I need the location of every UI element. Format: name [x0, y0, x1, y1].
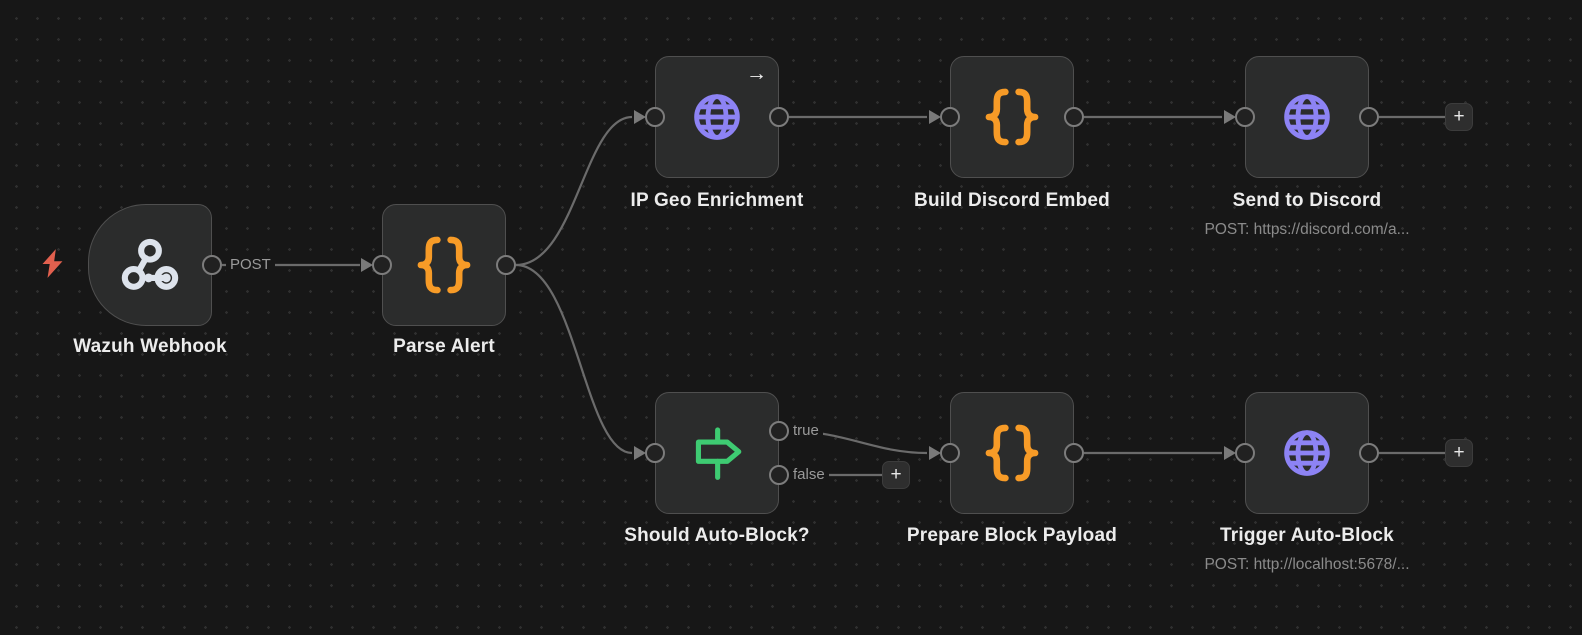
node-wazuh-webhook[interactable] [88, 204, 212, 326]
add-node-button[interactable]: + [1445, 103, 1473, 131]
node-send-to-discord[interactable] [1245, 56, 1369, 178]
port-trigger-input[interactable] [1235, 443, 1255, 463]
node-ip-geo-enrichment[interactable]: → [655, 56, 779, 178]
node-label: Should Auto-Block? [624, 525, 810, 546]
port-trigger-output[interactable] [1359, 443, 1379, 463]
node-should-auto-block[interactable] [655, 392, 779, 514]
execute-bolt-icon [42, 249, 63, 278]
port-parse-output[interactable] [496, 255, 516, 275]
node-label: Send to Discord [1232, 190, 1382, 211]
node-sublabel: POST: https://discord.com/a... [1204, 221, 1410, 238]
port-build-output[interactable] [1064, 107, 1084, 127]
arrowhead [1224, 110, 1236, 124]
node-trigger-auto-block[interactable] [1245, 392, 1369, 514]
arrowhead [634, 110, 646, 124]
arrowhead [634, 446, 646, 460]
pinned-arrow-icon: → [746, 62, 767, 85]
port-parse-input[interactable] [372, 255, 392, 275]
code-icon [417, 236, 471, 294]
code-icon [985, 424, 1039, 482]
globe-icon [1284, 94, 1330, 140]
signpost-icon [695, 427, 742, 480]
add-node-button[interactable]: + [1445, 439, 1473, 467]
port-prepare-input[interactable] [940, 443, 960, 463]
port-ipgeo-output[interactable] [769, 107, 789, 127]
port-should-input[interactable] [645, 443, 665, 463]
node-label: Parse Alert [393, 336, 495, 357]
port-send-output[interactable] [1359, 107, 1379, 127]
port-build-input[interactable] [940, 107, 960, 127]
globe-icon [694, 94, 740, 140]
port-ipgeo-input[interactable] [645, 107, 665, 127]
node-prepare-block-payload[interactable] [950, 392, 1074, 514]
add-node-button-false-branch[interactable]: + [882, 461, 910, 489]
node-label: IP Geo Enrichment [630, 190, 804, 211]
port-should-true-output[interactable] [769, 421, 789, 441]
connection-parse-should[interactable] [515, 263, 633, 455]
node-sublabel: POST: http://localhost:5678/... [1204, 556, 1410, 573]
connection-parse-ipgeo[interactable] [515, 115, 633, 267]
wire-label-false: false [789, 465, 829, 485]
arrowhead [929, 446, 941, 460]
wire-label-true: true [789, 421, 823, 441]
globe-icon [1284, 430, 1330, 476]
node-label: Prepare Block Payload [906, 525, 1118, 546]
node-label: Trigger Auto-Block [1220, 525, 1394, 546]
port-should-false-output[interactable] [769, 465, 789, 485]
port-webhook-output[interactable] [202, 255, 222, 275]
webhook-icon [121, 238, 179, 290]
wire-label-post: POST [226, 255, 275, 275]
node-label: Wazuh Webhook [73, 336, 227, 357]
node-build-discord-embed[interactable] [950, 56, 1074, 178]
node-parse-alert[interactable] [382, 204, 506, 326]
port-prepare-output[interactable] [1064, 443, 1084, 463]
arrowhead [1224, 446, 1236, 460]
port-send-input[interactable] [1235, 107, 1255, 127]
arrowhead [361, 258, 373, 272]
code-icon [985, 88, 1039, 146]
arrowhead [929, 110, 941, 124]
node-label: Build Discord Embed [914, 190, 1110, 211]
